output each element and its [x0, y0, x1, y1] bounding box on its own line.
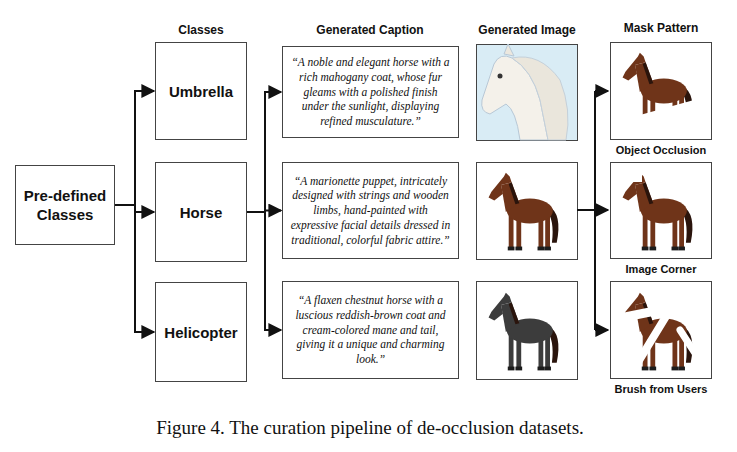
- caption-box: “A noble and elegant horse with a rich m…: [282, 46, 459, 138]
- column-header: Generated Caption: [316, 23, 423, 37]
- mask-box: Brush from Users: [610, 281, 712, 379]
- mask-label: Brush from Users: [615, 383, 708, 395]
- node-text: “A noble and elegant horse with a rich m…: [283, 51, 458, 133]
- class-box: Helicopter: [155, 282, 247, 382]
- caption-box: “A flaxen chestnut horse with a luscious…: [282, 281, 459, 379]
- connector-arrow: [247, 212, 281, 330]
- node-text: “A marionette puppet, intricately design…: [283, 170, 458, 252]
- node-text: Horse: [176, 200, 227, 225]
- mask-label: Object Occlusion: [616, 144, 706, 156]
- node-text: “A flaxen chestnut horse with a luscious…: [283, 289, 458, 371]
- image-frame: [477, 163, 578, 260]
- mask-branch-lines: [577, 91, 608, 330]
- mask-label: Image Corner: [626, 263, 697, 275]
- image-corner-mask: [612, 164, 692, 250]
- caption-box: “A marionette puppet, intricately design…: [282, 162, 459, 259]
- connector-arrow: [115, 91, 154, 205]
- column-header: Mask Pattern: [624, 21, 699, 35]
- brush-mask: [620, 293, 706, 372]
- node-text: Umbrella: [165, 79, 237, 104]
- class-box: Umbrella: [155, 42, 247, 140]
- connector-arrow: [115, 205, 154, 332]
- source-box: Pre-defined Classes: [15, 165, 115, 245]
- brown-horse-image: [489, 173, 559, 251]
- image-frame: [477, 282, 578, 380]
- column-header: Generated Image: [478, 23, 575, 37]
- image-frame: [477, 45, 578, 141]
- node-text: Helicopter: [160, 320, 241, 345]
- connector-arrow: [247, 92, 281, 212]
- column-header: Classes: [178, 23, 223, 37]
- horse-head-image: [477, 44, 577, 140]
- mask-box: Image Corner: [610, 162, 712, 259]
- mask-box: Object Occlusion: [610, 42, 712, 140]
- dark-horse-image: [489, 293, 559, 371]
- class-box: Horse: [155, 162, 247, 262]
- object-occlusion-mask: [623, 53, 712, 140]
- node-text: Pre-defined Classes: [16, 182, 114, 229]
- figure-caption: Figure 4. The curation pipeline of de-oc…: [156, 417, 584, 439]
